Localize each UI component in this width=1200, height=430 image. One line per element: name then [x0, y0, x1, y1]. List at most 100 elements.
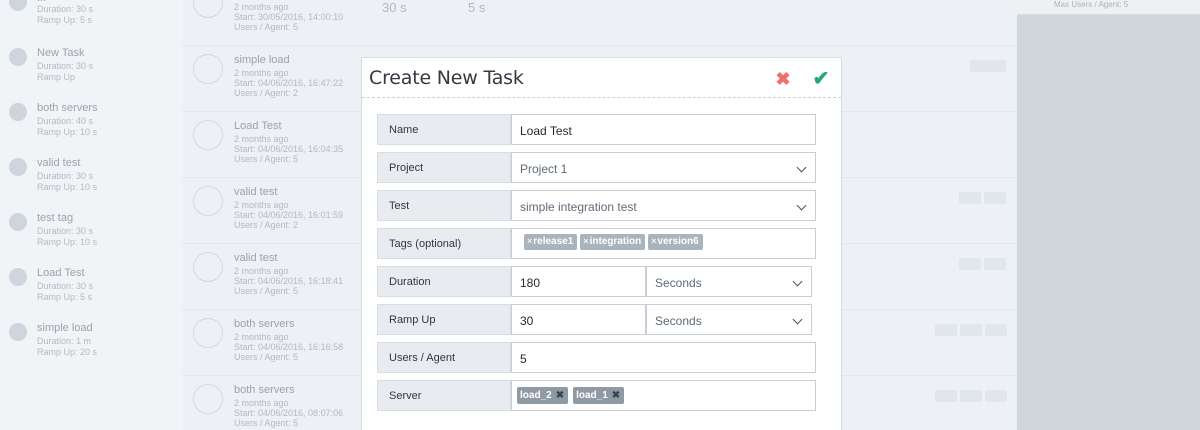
run-tag	[959, 192, 981, 204]
duration-unit-select[interactable]: Seconds	[646, 266, 812, 297]
test-select-value: simple integration test	[520, 200, 637, 214]
task-duration: Duration: 30 s	[37, 171, 94, 181]
tags-input[interactable]: ×release1×integration×version6	[511, 228, 816, 259]
run-tag	[935, 324, 957, 336]
run-start: Start: 04/06/2016, 08:07:06	[234, 408, 344, 418]
tag-label: version6	[657, 236, 699, 247]
task-rampup: Ramp Up: 10 s	[37, 127, 98, 137]
server-chip-label: load_2	[520, 390, 552, 401]
duration-label: Duration	[377, 266, 511, 297]
task-rampup: Ramp Up: 5 s	[37, 15, 93, 25]
chevron-down-icon	[796, 200, 807, 211]
chevron-down-icon	[792, 314, 803, 325]
stat-duration: 30 s	[382, 0, 407, 15]
max-users-box: Max Users / Agent: 5	[1017, 0, 1200, 15]
tag-chip: ×release1	[524, 234, 578, 250]
task-icon	[9, 48, 27, 66]
task-list-item[interactable]: valid test Duration: 30 s Ramp Up: 10 s	[0, 147, 183, 202]
remove-tag-icon[interactable]: ×	[527, 236, 533, 246]
task-title: simple load	[37, 322, 93, 334]
task-icon	[9, 0, 27, 11]
wrench-icon	[193, 252, 223, 282]
modal-title: Create New Task	[369, 67, 524, 89]
task-rampup: Ramp Up	[37, 72, 76, 82]
remove-tag-icon[interactable]: ×	[651, 236, 657, 246]
task-list-item[interactable]: both servers Duration: 40 s Ramp Up: 10 …	[0, 92, 183, 147]
task-icon	[9, 158, 27, 176]
server-input[interactable]: load_2✖load_1✖	[511, 380, 816, 411]
task-title: New Task	[37, 47, 85, 59]
remove-server-icon[interactable]: ✖	[555, 390, 565, 401]
run-age: 2 months ago	[234, 200, 289, 210]
task-rampup: Ramp Up: 5 s	[37, 292, 93, 302]
remove-tag-icon[interactable]: ×	[583, 236, 589, 246]
rampup-unit-value: Seconds	[655, 314, 702, 328]
task-icon	[9, 268, 27, 286]
test-label: Test	[377, 190, 511, 221]
task-title: both servers	[37, 102, 98, 114]
stat-rampup: 5 s	[468, 0, 486, 15]
run-users: Users / Agent: 2	[234, 220, 299, 230]
task-list-item[interactable]: ... Duration: 30 s Ramp Up: 5 s	[0, 0, 183, 37]
test-select[interactable]: simple integration test	[511, 190, 816, 221]
chevron-down-icon	[792, 276, 803, 287]
max-users-label: Max Users / Agent: 5	[1054, 0, 1129, 9]
task-duration: Duration: 1 m	[37, 336, 92, 346]
task-list-item[interactable]: Load Test Duration: 30 s Ramp Up: 5 s	[0, 257, 183, 312]
project-select[interactable]: Project 1	[511, 152, 816, 183]
run-tag	[959, 258, 981, 270]
task-title: Load Test	[37, 267, 85, 279]
modal-header: Create New Task ✖ ✔	[362, 58, 841, 98]
run-title: simple load	[234, 54, 290, 66]
task-icon	[9, 213, 27, 231]
task-duration: Duration: 30 s	[37, 226, 94, 236]
wrench-icon	[193, 0, 223, 18]
run-start: Start: 04/06/2016, 16:18:41	[234, 276, 344, 286]
task-title: ...	[37, 0, 46, 4]
run-start: Start: 04/06/2016, 16:47:22	[234, 78, 344, 88]
tag-label: integration	[589, 236, 642, 247]
project-label: Project	[377, 152, 511, 183]
name-input[interactable]: Load Test	[511, 114, 816, 145]
chevron-down-icon	[796, 162, 807, 173]
close-icon[interactable]: ✖	[775, 69, 791, 89]
tag-chip: ×version6	[648, 234, 703, 250]
wrench-icon	[193, 120, 223, 150]
run-users: Users / Agent: 5	[234, 418, 299, 428]
rampup-label: Ramp Up	[377, 304, 511, 335]
run-age: 2 months ago	[234, 266, 289, 276]
run-list-item[interactable]: ... 2 months ago Start: 30/05/2016, 14:0…	[183, 0, 1017, 46]
run-title: both servers	[234, 318, 295, 330]
tag-chip: ×integration	[580, 234, 646, 250]
run-users: Users / Agent: 2	[234, 88, 299, 98]
task-title: valid test	[37, 157, 81, 169]
task-rampup: Ramp Up: 10 s	[37, 237, 98, 247]
task-rampup: Ramp Up: 20 s	[37, 347, 98, 357]
details-panel: Max Users / Agent: 5	[1017, 0, 1200, 430]
run-start: Start: 30/05/2016, 14:00:10	[234, 12, 344, 22]
rampup-input[interactable]: 30	[511, 304, 646, 335]
task-list-item[interactable]: test tag Duration: 30 s Ramp Up: 10 s	[0, 202, 183, 257]
run-tag	[970, 60, 1006, 72]
rampup-unit-select[interactable]: Seconds	[646, 304, 812, 335]
server-chip-label: load_1	[576, 390, 608, 401]
run-start: Start: 04/06/2016, 16:16:58	[234, 342, 344, 352]
users-input[interactable]: 5	[511, 342, 816, 373]
duration-unit-value: Seconds	[655, 276, 702, 290]
run-list-item[interactable]: both servers 2 months ago Start: 04/06/2…	[183, 376, 1017, 430]
run-list-item[interactable]: valid test 2 months ago Start: 04/06/201…	[183, 244, 1017, 310]
task-icon	[9, 323, 27, 341]
run-title: valid test	[234, 252, 278, 264]
run-start: Start: 04/06/2016, 16:04:35	[234, 144, 344, 154]
check-icon[interactable]: ✔	[812, 68, 830, 90]
remove-server-icon[interactable]: ✖	[611, 390, 621, 401]
run-users: Users / Agent: 5	[234, 154, 299, 164]
run-start: Start: 04/06/2016, 16:01:59	[234, 210, 344, 220]
run-tag	[984, 192, 1006, 204]
duration-input[interactable]: 180	[511, 266, 646, 297]
run-age: 2 months ago	[234, 134, 289, 144]
task-list-item[interactable]: New Task Duration: 30 s Ramp Up	[0, 37, 183, 92]
server-chip: load_1✖	[573, 387, 625, 404]
task-list-item[interactable]: simple load Duration: 1 m Ramp Up: 20 s	[0, 312, 183, 367]
task-title: test tag	[37, 212, 74, 224]
